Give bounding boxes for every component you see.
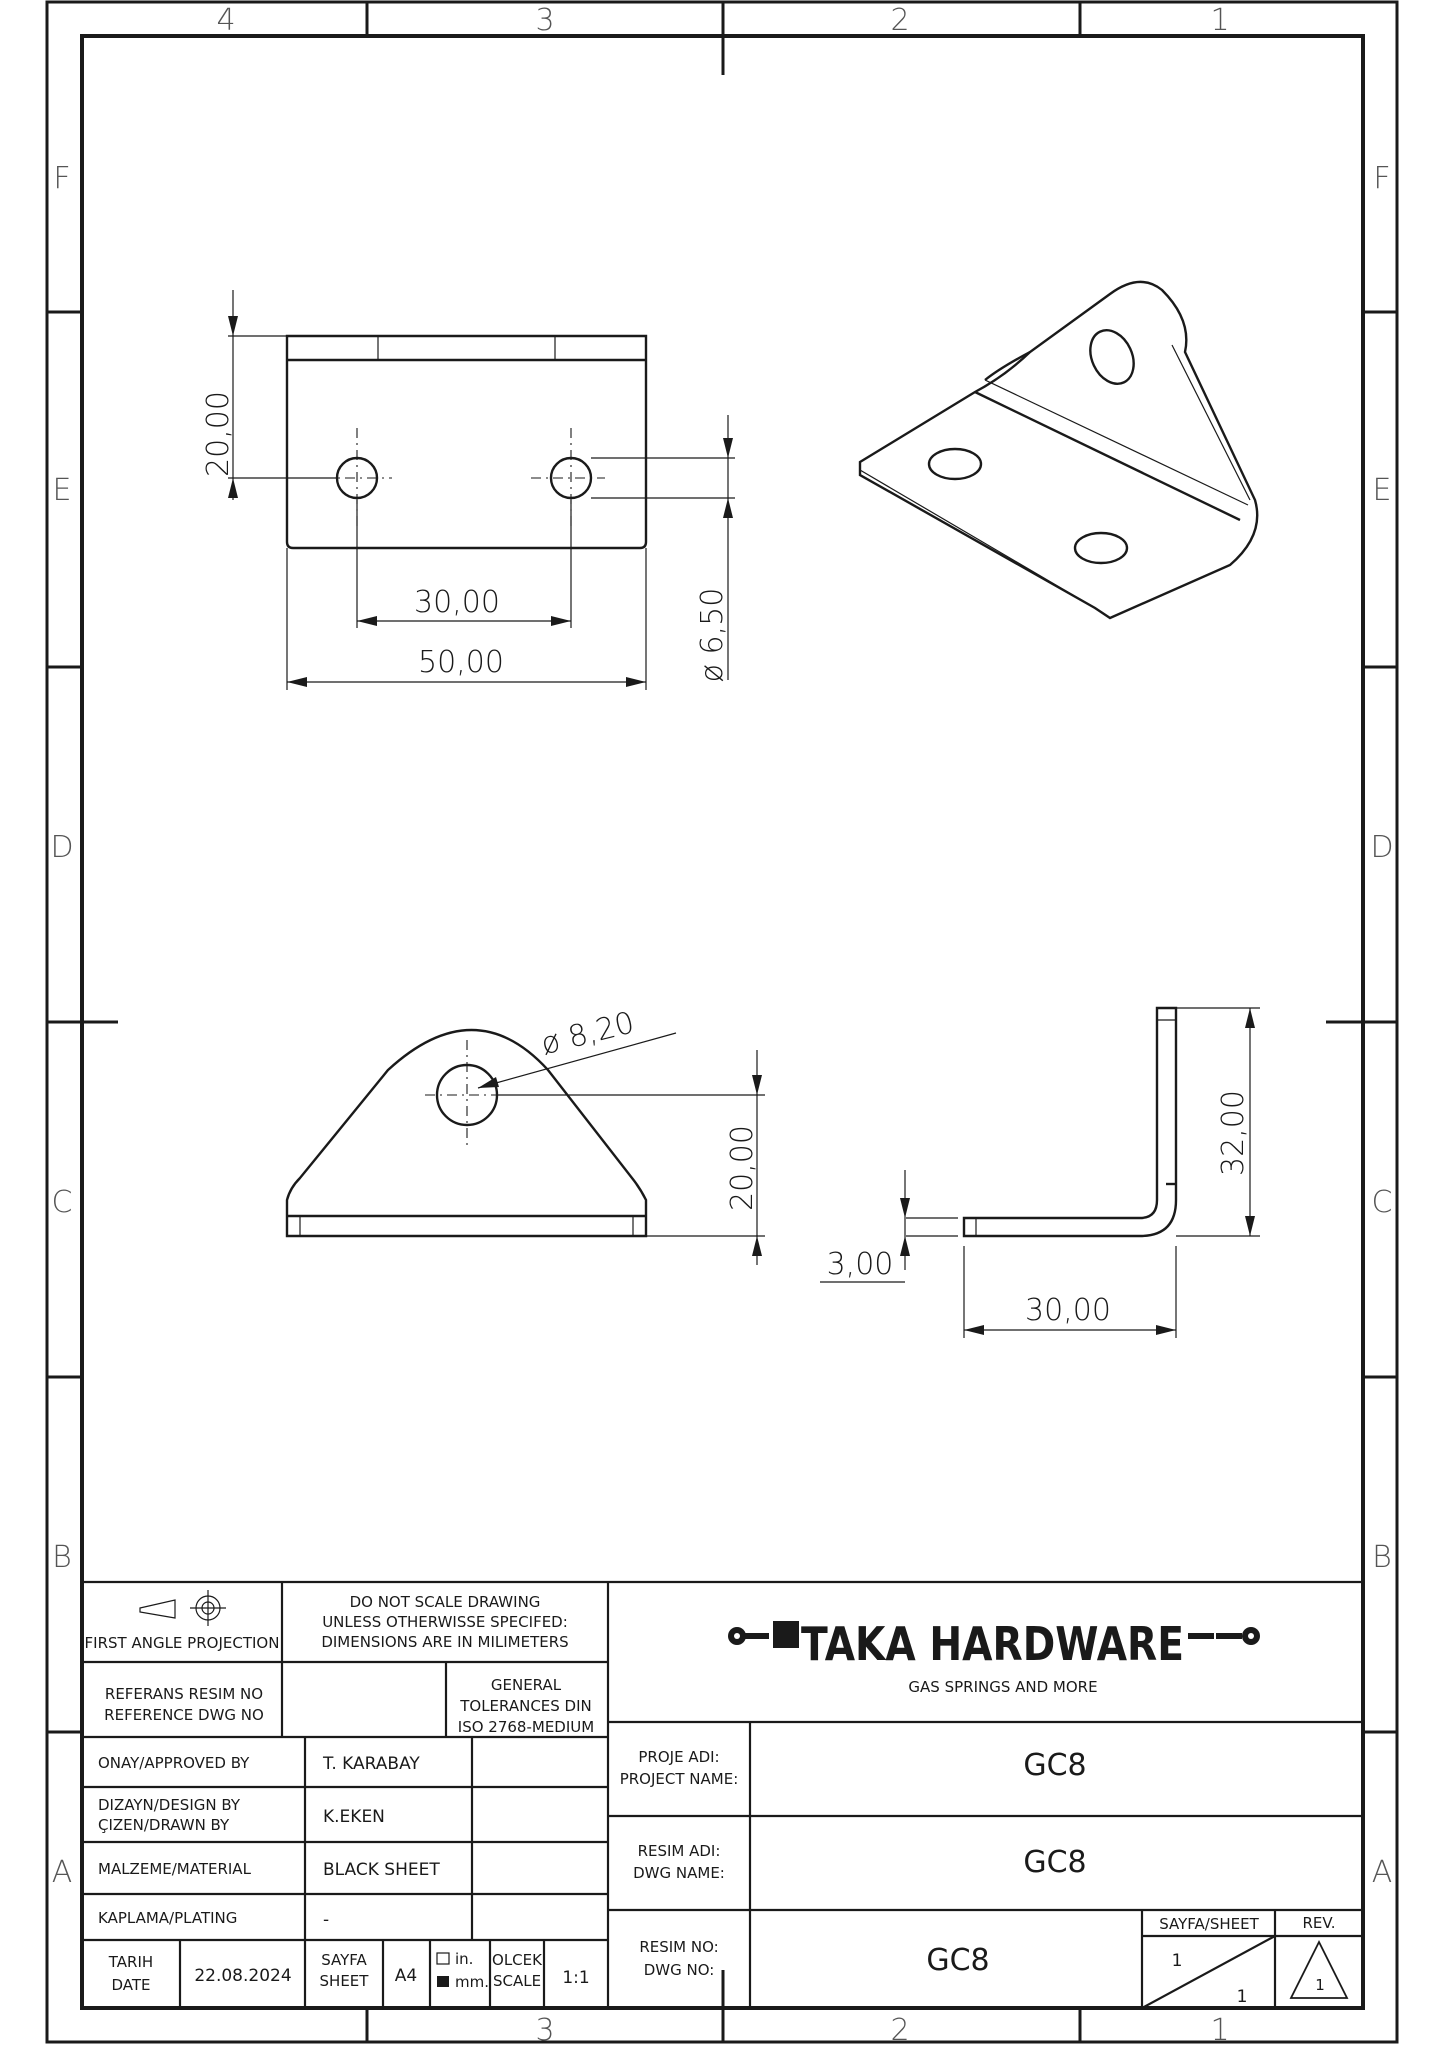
dwg-name-label-1: RESIM ADI: <box>638 1842 721 1860</box>
zone-row-left-c: C <box>52 1185 73 1220</box>
rev-value: 1 <box>1315 1976 1325 1994</box>
approved-label: ONAY/APPROVED BY <box>98 1754 250 1772</box>
unit-in-checkbox <box>436 1952 450 1965</box>
dwg-no-label-2: DWG NO: <box>644 1961 715 1979</box>
sheet-header: SAYFA/SHEET <box>1159 1915 1259 1933</box>
zone-row-left-a: A <box>52 1855 73 1890</box>
zone-dividers <box>47 2 1397 2042</box>
side-leg-length-dim: 30,00 <box>1025 1293 1111 1328</box>
side-view: 3,00 30,00 32,00 <box>820 1006 1260 1338</box>
rev-label: REV. <box>1303 1914 1336 1932</box>
top-height-dim: 20,00 <box>201 391 236 477</box>
zone-row-right-f: F <box>1373 161 1390 196</box>
project-value: GC8 <box>1023 1748 1086 1783</box>
company-tagline: GAS SPRINGS AND MORE <box>908 1678 1097 1696</box>
note-line-3: DIMENSIONS ARE IN MILIMETERS <box>321 1633 568 1651</box>
tolerance-label-2: TOLERANCES DIN <box>459 1697 592 1715</box>
scale-value: 1:1 <box>562 1968 589 1988</box>
tolerance-label-3: ISO 2768-MEDIUM <box>458 1718 594 1736</box>
zone-row-left-d: D <box>50 830 73 865</box>
design-label-2: ÇIZEN/DRAWN BY <box>98 1816 230 1834</box>
zone-row-right-a: A <box>1372 1855 1393 1890</box>
zone-row-left-f: F <box>53 161 70 196</box>
zone-col-top-2: 2 <box>890 3 909 38</box>
reference-label-2: REFERENCE DWG NO <box>104 1706 264 1724</box>
iso-hole-top <box>1089 329 1135 385</box>
projection-label: FIRST ANGLE PROJECTION <box>85 1634 280 1652</box>
zone-row-left-b: B <box>52 1540 72 1575</box>
sheet-label-1: SAYFA <box>321 1951 367 1969</box>
front-hole-diameter-dim: ø 8,20 <box>538 1005 638 1062</box>
approved-value: T. KARABAY <box>322 1754 420 1774</box>
zone-col-bottom-2: 2 <box>890 2013 909 2045</box>
side-height-dim: 32,00 <box>1216 1090 1251 1176</box>
first-angle-projection-icon <box>139 1590 226 1626</box>
company-name: TAKA HARDWARE <box>801 1617 1184 1671</box>
project-label-1: PROJE ADI: <box>638 1748 719 1766</box>
sheet-number: 1 <box>1172 1951 1183 1971</box>
project-label-2: PROJECT NAME: <box>620 1770 739 1788</box>
front-height-dim: 20,00 <box>725 1125 760 1211</box>
zone-row-right-e: E <box>1373 473 1392 508</box>
inner-frame <box>80 34 1365 2010</box>
zone-col-top-3: 3 <box>535 3 554 38</box>
unit-in-label: in. <box>455 1950 473 1968</box>
top-hole-spacing-dim: 30,00 <box>414 585 500 620</box>
design-label-1: DIZAYN/DESIGN BY <box>98 1796 241 1814</box>
dwg-no-value: GC8 <box>926 1943 989 1978</box>
title-block: FIRST ANGLE PROJECTION DO NOT SCALE DRAW… <box>82 1580 1363 2009</box>
sheet-size: A4 <box>395 1966 417 1986</box>
plating-value: - <box>323 1910 329 1930</box>
zone-row-right-c: C <box>1372 1185 1393 1220</box>
dwg-no-label-1: RESIM NO: <box>639 1938 718 1956</box>
note-line-1: DO NOT SCALE DRAWING <box>350 1593 541 1611</box>
tolerance-label-1: GENERAL <box>491 1676 562 1694</box>
unit-mm-label: mm. <box>455 1973 489 1991</box>
iso-hole-right <box>1073 531 1129 565</box>
design-value: K.EKEN <box>323 1807 385 1827</box>
company-logo: TAKA HARDWARE <box>728 1617 1260 1671</box>
isometric-view <box>858 280 1259 620</box>
zone-row-right-b: B <box>1372 1540 1392 1575</box>
side-thickness-dim: 3,00 <box>827 1247 894 1282</box>
material-label: MALZEME/MATERIAL <box>98 1860 252 1878</box>
front-view: ø 8,20 20,00 <box>285 1005 765 1265</box>
unit-mm-checkbox <box>437 1976 449 1987</box>
date-label-1: TARIH <box>108 1953 153 1971</box>
iso-hole-left <box>927 447 983 481</box>
dwg-name-label-2: DWG NAME: <box>633 1864 725 1882</box>
date-label-2: DATE <box>111 1976 150 1994</box>
plating-label: KAPLAMA/PLATING <box>98 1909 237 1927</box>
revision-triangle-icon <box>1289 1939 1349 1999</box>
top-view: 20,00 30,00 50,00 ø 6,50 <box>201 290 735 690</box>
top-hole-diameter-dim: ø 6,50 <box>695 588 730 683</box>
zone-col-bottom-3: 3 <box>535 2013 554 2045</box>
zone-row-right-d: D <box>1370 830 1393 865</box>
top-width-dim: 50,00 <box>418 645 504 680</box>
scale-label-2: SCALE <box>493 1972 541 1990</box>
zone-row-left-e: E <box>53 473 72 508</box>
date-value: 22.08.2024 <box>194 1966 291 1986</box>
sheet-label-2: SHEET <box>320 1972 370 1990</box>
zone-col-bottom-1: 1 <box>1210 2013 1229 2045</box>
material-value: BLACK SHEET <box>323 1860 440 1880</box>
reference-label-1: REFERANS RESIM NO <box>105 1685 263 1703</box>
zone-col-top-4: 4 <box>216 3 235 38</box>
sheet-total: 1 <box>1237 1987 1248 2007</box>
scale-label-1: OLCEK <box>492 1951 543 1969</box>
dwg-name-value: GC8 <box>1023 1845 1086 1880</box>
zone-col-top-1: 1 <box>1210 3 1229 38</box>
note-line-2: UNLESS OTHERWISSE SPECIFED: <box>322 1613 568 1631</box>
